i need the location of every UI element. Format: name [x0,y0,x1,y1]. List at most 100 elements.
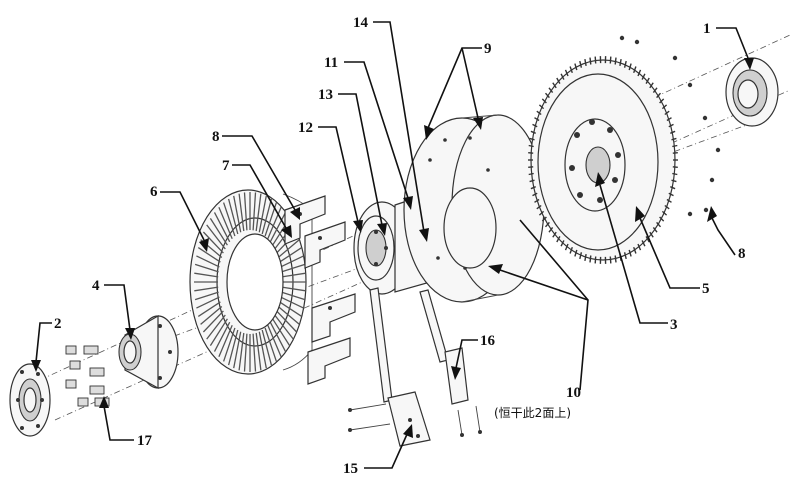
cooling-fin [255,332,262,371]
callout-2: 2 [54,316,62,332]
gear-tooth [649,82,654,89]
gear-tooth [528,144,534,148]
part-5-flywheel [528,56,678,264]
gear-tooth [645,77,650,84]
cooling-fin [206,314,226,340]
gear-tooth [661,104,668,110]
gear-tooth [534,117,540,122]
gear-tooth [556,77,561,84]
gear-tooth [656,92,662,99]
part-6-finned-ring [189,189,313,375]
gear-tooth [544,92,550,99]
gear-tooth [652,87,658,94]
cooling-fin [194,291,219,301]
gear-tooth [659,98,665,104]
gear-tooth [594,256,597,264]
gear-tooth [579,60,583,68]
gear-tooth [552,82,557,89]
cooling-fin [281,286,306,292]
gear-tooth [633,66,637,74]
cooling-fin [277,306,300,325]
cooling-fin [280,296,304,309]
callout-14: 14 [353,15,369,31]
callout-15: 15 [343,461,358,477]
cooling-fin [218,324,233,358]
gear-tooth [528,152,534,154]
gear-tooth [670,130,676,134]
callout-13: 13 [318,87,333,103]
callout-8-left: 8 [212,129,220,145]
cooling-fin [281,291,306,301]
cooling-fin [213,321,231,352]
cooling-fin [281,272,306,278]
cooling-fin [252,333,257,372]
callout-6: 6 [150,184,158,200]
part-15-bracket [348,287,431,447]
cooling-fin [233,195,242,233]
part-7-8-brackets [284,195,356,385]
gear-tooth [671,137,677,141]
gear-tooth [666,117,672,122]
gear-tooth [541,98,547,104]
cooling-fin [202,231,224,254]
gear-tooth [628,249,632,257]
gear-tooth [594,56,597,64]
cooling-fin [196,255,220,268]
gear-tooth [589,255,592,263]
callout-1: 1 [703,21,711,37]
gear-tooth [538,210,545,216]
gear-tooth [633,246,637,254]
cooling-fin [200,306,223,325]
gear-tooth [661,210,668,216]
gear-tooth [530,186,536,190]
gear-tooth [666,198,672,203]
gear-tooth [544,221,550,228]
cooling-fin [281,263,306,273]
cooling-fin [261,198,273,235]
callout-16: 16 [480,333,496,349]
gear-tooth [530,130,536,134]
callout-12: 12 [298,120,313,136]
callout-7: 7 [222,158,230,174]
gear-tooth [574,63,578,71]
cooling-fin [196,296,220,309]
gear-tooth [671,179,677,183]
cooling-fin [269,321,287,352]
cooling-fin [279,301,303,317]
gear-tooth [556,236,561,243]
callout-11: 11 [324,55,338,71]
gear-tooth [649,231,654,238]
cooling-fin [227,329,239,366]
gear-tooth [541,216,547,222]
gear-tooth [538,104,545,110]
leader-lines [31,21,754,469]
callout-4: 4 [92,278,100,294]
gear-tooth [668,192,674,197]
gear-tooth [641,240,646,247]
cooling-fin [206,224,226,250]
gear-tooth [672,144,678,148]
part-16-bracket [419,289,482,437]
gear-tooth [529,137,535,141]
gear-tooth [645,236,650,243]
gear-tooth [532,192,538,197]
gear-tooth [536,204,542,210]
cooling-fin [209,318,228,346]
cooling-fin [269,212,287,243]
gear-tooth [579,252,583,260]
gear-tooth [672,172,678,176]
cooling-fin [197,301,221,317]
cooling-fin [280,255,304,268]
gear-tooth [536,110,542,116]
cooling-fin [272,318,291,346]
gear-tooth [628,63,632,71]
gear-tooth [614,57,617,65]
cooling-fin [255,193,262,232]
gear-tooth [589,57,592,65]
cooling-fin [258,331,267,369]
gear-tooth [609,56,612,64]
gear-tooth [534,198,540,203]
cooling-fin [274,314,294,340]
cooling-fins [194,192,306,372]
